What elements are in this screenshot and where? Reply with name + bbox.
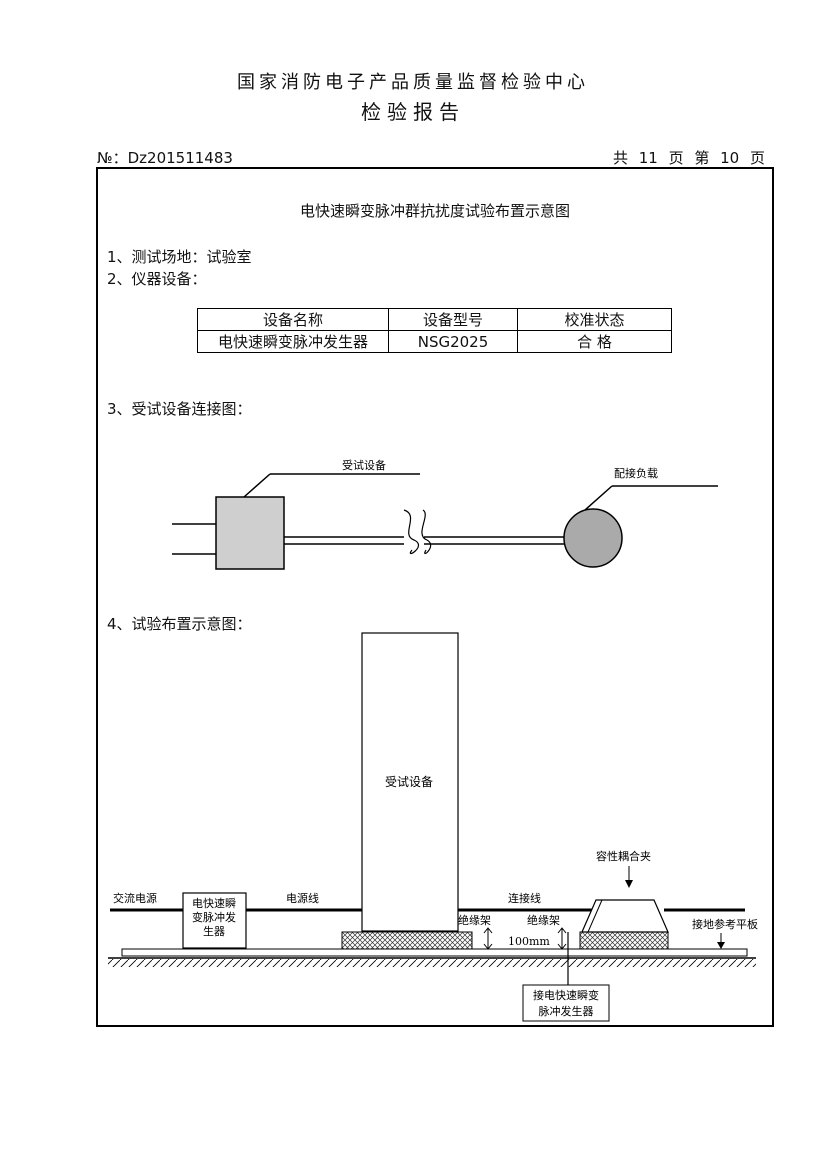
pointer-arrow [717, 942, 725, 949]
table-cell: NSG2025 [388, 330, 518, 353]
insulator-label: 绝缘架 [527, 913, 560, 927]
report-number: №：Dz201511483 [97, 149, 233, 167]
equipment-table: 设备名称 设备型号 校准状态 电快速瞬变脉冲发生器 NSG2025 合 格 [197, 308, 672, 353]
dimension-arrow [557, 927, 567, 950]
item-layout: 4、试验布置示意图： [107, 615, 252, 633]
table-cell: 合 格 [517, 330, 672, 353]
generator-label: 电快速瞬 [192, 897, 236, 910]
page-counter: 共 11 页 第 10 页 [612, 149, 765, 167]
ground-reference-plane [121, 948, 748, 957]
generator-label: 变脉冲发 [192, 910, 236, 924]
organization-name: 国家消防电子产品质量监督检验中心 [237, 72, 589, 93]
coupling-clamp-edge [587, 899, 603, 933]
generator-connection-box [522, 984, 610, 1022]
dimension-arrow [483, 927, 493, 950]
generator-box [182, 892, 247, 949]
generator-connection-label: 接电快速瞬变 [533, 988, 599, 1002]
eut-label: 受试设备 [342, 458, 386, 472]
eut-box [215, 496, 285, 570]
generator-connection-label: 脉冲发生器 [539, 1004, 594, 1018]
generator-label: 生器 [203, 924, 225, 938]
ground-hatch [108, 959, 756, 967]
item-connection: 3、受试设备连接图： [107, 400, 252, 418]
break-mark [421, 509, 432, 555]
connecting-line-label: 连接线 [508, 891, 541, 905]
height-label: 100mm [508, 935, 550, 948]
coupling-clamp [581, 899, 669, 933]
power-line-label: 电源线 [286, 891, 319, 905]
table-cell: 电快速瞬变脉冲发生器 [197, 330, 389, 353]
load-circle [563, 508, 623, 568]
section-title: 电快速瞬变脉冲群抗扰度试验布置示意图 [299, 202, 570, 220]
eut-cabinet [361, 632, 459, 932]
pointer-arrow [625, 880, 633, 888]
ground-plane-label: 接地参考平板 [692, 917, 758, 931]
report-title: 检验报告 [361, 100, 465, 124]
table-header: 设备名称 [197, 308, 389, 331]
insulator-support [579, 931, 669, 950]
insulator-support [341, 931, 473, 950]
table-row: 电快速瞬变脉冲发生器 NSG2025 合 格 [197, 330, 672, 353]
content-frame [96, 167, 774, 1027]
item-instruments: 2、仪器设备： [107, 270, 207, 288]
ac-source-label: 交流电源 [113, 891, 157, 905]
table-header: 设备型号 [388, 308, 518, 331]
eut-label: 受试设备 [385, 774, 433, 789]
clamp-label: 容性耦合夹 [596, 849, 651, 863]
leader-line [243, 473, 271, 498]
item-test-site: 1、测试场地：试验室 [107, 248, 252, 266]
insulator-label: 绝缘架 [458, 913, 491, 927]
load-label: 配接负载 [614, 466, 658, 480]
break-mark [403, 509, 420, 555]
leader-line [584, 485, 613, 511]
